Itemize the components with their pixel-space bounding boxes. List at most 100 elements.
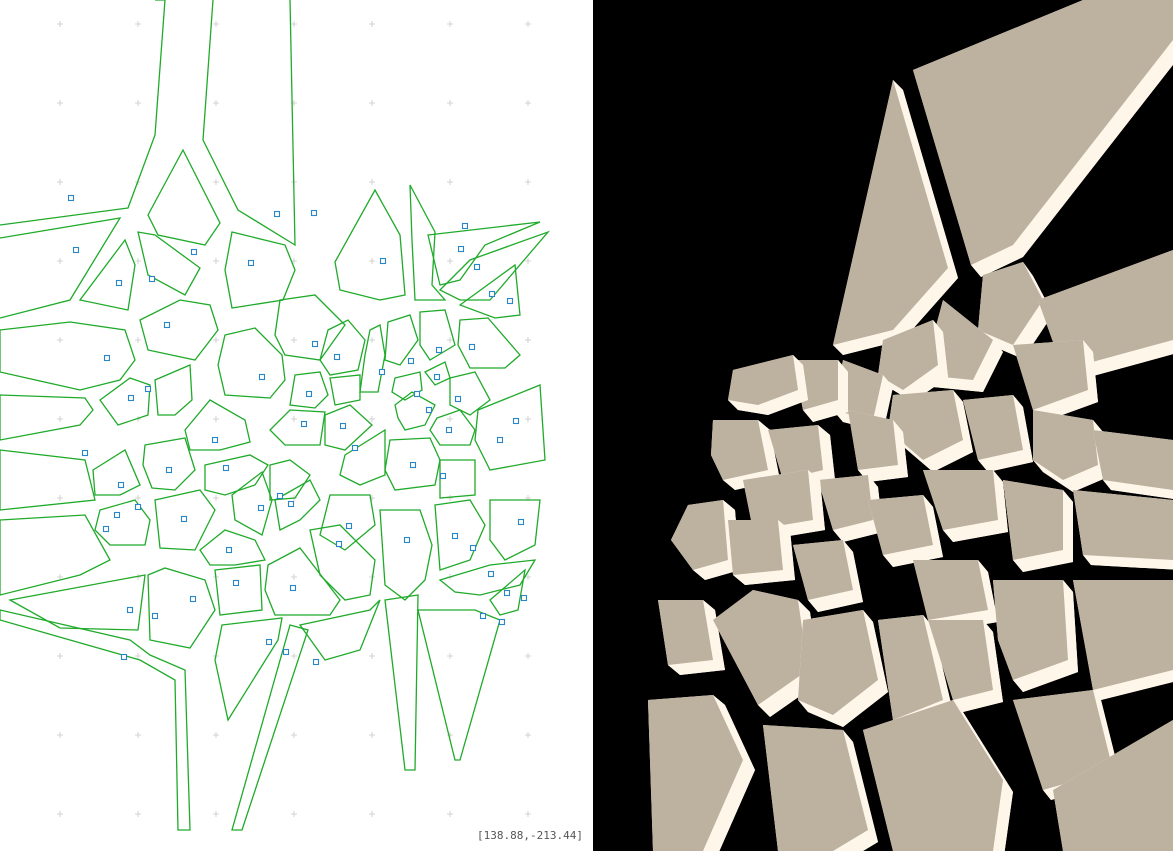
site-marker[interactable]: [312, 211, 317, 216]
grid-mark: [525, 732, 531, 738]
site-marker[interactable]: [463, 224, 468, 229]
site-marker[interactable]: [105, 356, 110, 361]
voronoi-cell: [310, 525, 375, 600]
voronoi-cell: [265, 548, 340, 615]
site-marker[interactable]: [489, 572, 494, 577]
site-marker[interactable]: [69, 196, 74, 201]
site-marker[interactable]: [522, 596, 527, 601]
site-marker[interactable]: [470, 345, 475, 350]
site-marker[interactable]: [347, 524, 352, 529]
voronoi-cell: [155, 365, 192, 415]
site-marker[interactable]: [104, 527, 109, 532]
site-marker[interactable]: [498, 438, 503, 443]
site-marker[interactable]: [167, 468, 172, 473]
site-marker[interactable]: [150, 277, 155, 282]
grid-mark: [447, 653, 453, 659]
site-marker[interactable]: [441, 474, 446, 479]
site-marker[interactable]: [505, 591, 510, 596]
site-marker[interactable]: [353, 446, 358, 451]
site-marker[interactable]: [519, 520, 524, 525]
site-marker[interactable]: [307, 392, 312, 397]
voronoi-cell: [148, 150, 220, 245]
site-marker[interactable]: [411, 463, 416, 468]
voronoi-cell: [203, 0, 295, 245]
site-marker[interactable]: [213, 438, 218, 443]
site-marker[interactable]: [260, 375, 265, 380]
site-marker[interactable]: [471, 546, 476, 551]
site-marker[interactable]: [259, 506, 264, 511]
site-marker[interactable]: [117, 281, 122, 286]
site-marker[interactable]: [405, 538, 410, 543]
grid-mark: [57, 653, 63, 659]
grid-mark: [447, 416, 453, 422]
site-marker[interactable]: [500, 620, 505, 625]
site-marker[interactable]: [128, 608, 133, 613]
grid-mark: [525, 179, 531, 185]
site-marker[interactable]: [115, 513, 120, 518]
site-marker[interactable]: [335, 355, 340, 360]
site-marker[interactable]: [341, 424, 346, 429]
site-marker[interactable]: [380, 370, 385, 375]
site-marker[interactable]: [302, 422, 307, 427]
extruded-cell: [728, 520, 795, 585]
site-marker[interactable]: [435, 375, 440, 380]
site-marker[interactable]: [129, 396, 134, 401]
site-marker[interactable]: [227, 548, 232, 553]
site-marker[interactable]: [337, 542, 342, 547]
site-marker[interactable]: [289, 502, 294, 507]
grid-mark: [57, 21, 63, 27]
site-marker[interactable]: [74, 248, 79, 253]
site-marker[interactable]: [459, 247, 464, 252]
grid-mark: [57, 732, 63, 738]
site-marker[interactable]: [122, 655, 127, 660]
site-marker[interactable]: [427, 408, 432, 413]
grid-mark: [369, 416, 375, 422]
site-marker[interactable]: [153, 614, 158, 619]
site-marker[interactable]: [453, 534, 458, 539]
grid-mark: [57, 100, 63, 106]
site-marker[interactable]: [278, 494, 283, 499]
voronoi-diagram[interactable]: [0, 0, 593, 851]
site-marker[interactable]: [146, 387, 151, 392]
site-marker[interactable]: [284, 650, 289, 655]
site-marker[interactable]: [165, 323, 170, 328]
voronoi-cell: [270, 460, 310, 500]
site-marker[interactable]: [136, 505, 141, 510]
site-marker[interactable]: [267, 640, 272, 645]
site-marker[interactable]: [182, 517, 187, 522]
site-marker[interactable]: [381, 259, 386, 264]
3d-preview-viewport[interactable]: [593, 0, 1173, 851]
voronoi-cell: [93, 450, 140, 495]
site-marker[interactable]: [275, 212, 280, 217]
site-marker[interactable]: [314, 660, 319, 665]
voronoi-cell: [232, 472, 272, 535]
site-marker[interactable]: [456, 397, 461, 402]
voronoi-editor-canvas[interactable]: [138.88,-213.44]: [0, 0, 593, 851]
site-marker[interactable]: [83, 451, 88, 456]
voronoi-sites[interactable]: [69, 196, 527, 665]
site-marker[interactable]: [291, 586, 296, 591]
site-marker[interactable]: [437, 348, 442, 353]
grid-mark: [213, 811, 219, 817]
site-marker[interactable]: [475, 265, 480, 270]
voronoi-cells: [0, 0, 548, 830]
site-marker[interactable]: [508, 299, 513, 304]
site-marker[interactable]: [409, 359, 414, 364]
site-marker[interactable]: [447, 428, 452, 433]
site-marker[interactable]: [119, 483, 124, 488]
extruded-cell: [1003, 480, 1073, 572]
site-marker[interactable]: [313, 342, 318, 347]
voronoi-cell: [335, 190, 405, 300]
site-marker[interactable]: [490, 292, 495, 297]
site-marker[interactable]: [234, 581, 239, 586]
site-marker[interactable]: [249, 261, 254, 266]
site-marker[interactable]: [481, 614, 486, 619]
site-marker[interactable]: [224, 466, 229, 471]
site-marker[interactable]: [191, 597, 196, 602]
voronoi-cell: [430, 410, 475, 445]
site-marker[interactable]: [415, 392, 420, 397]
grid-mark: [369, 21, 375, 27]
site-marker[interactable]: [514, 419, 519, 424]
grid-mark: [213, 337, 219, 343]
site-marker[interactable]: [192, 250, 197, 255]
